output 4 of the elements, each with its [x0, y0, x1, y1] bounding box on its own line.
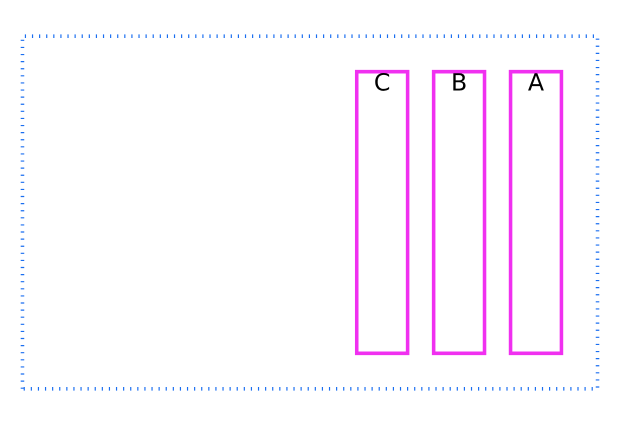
cluster	[20, 34, 600, 390]
node-box: B	[432, 69, 486, 355]
node-box: C	[354, 69, 410, 355]
node-box: A	[508, 69, 564, 355]
